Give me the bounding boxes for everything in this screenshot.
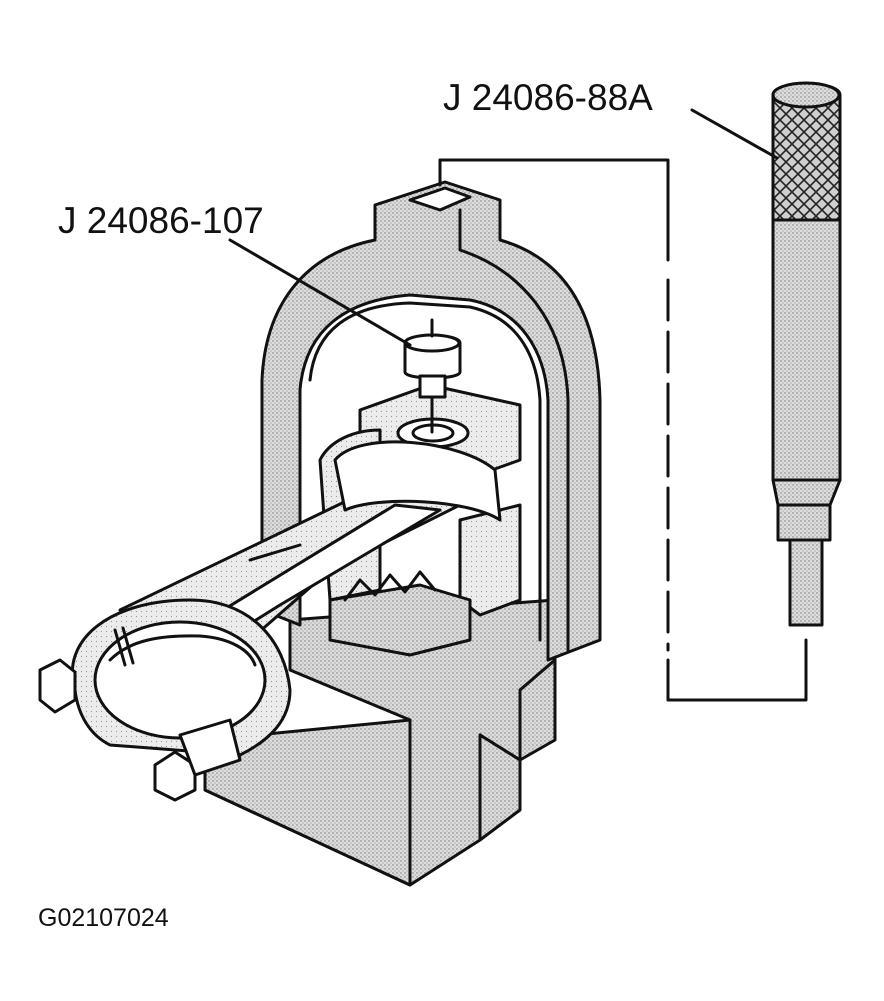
connecting-rod	[38, 440, 502, 802]
driver-tool	[771, 81, 842, 627]
fixture-base	[203, 598, 557, 887]
leader-pilot-tool	[228, 238, 412, 347]
label-driver-tool: J 24086-88A	[443, 77, 653, 118]
assembly-guide-line	[438, 158, 808, 702]
pilot-tool	[403, 318, 462, 434]
figure-id: G02107024	[38, 904, 169, 932]
label-pilot-tool: J 24086-107	[58, 200, 264, 241]
leader-driver-tool	[690, 108, 779, 160]
press-frame	[260, 180, 602, 662]
